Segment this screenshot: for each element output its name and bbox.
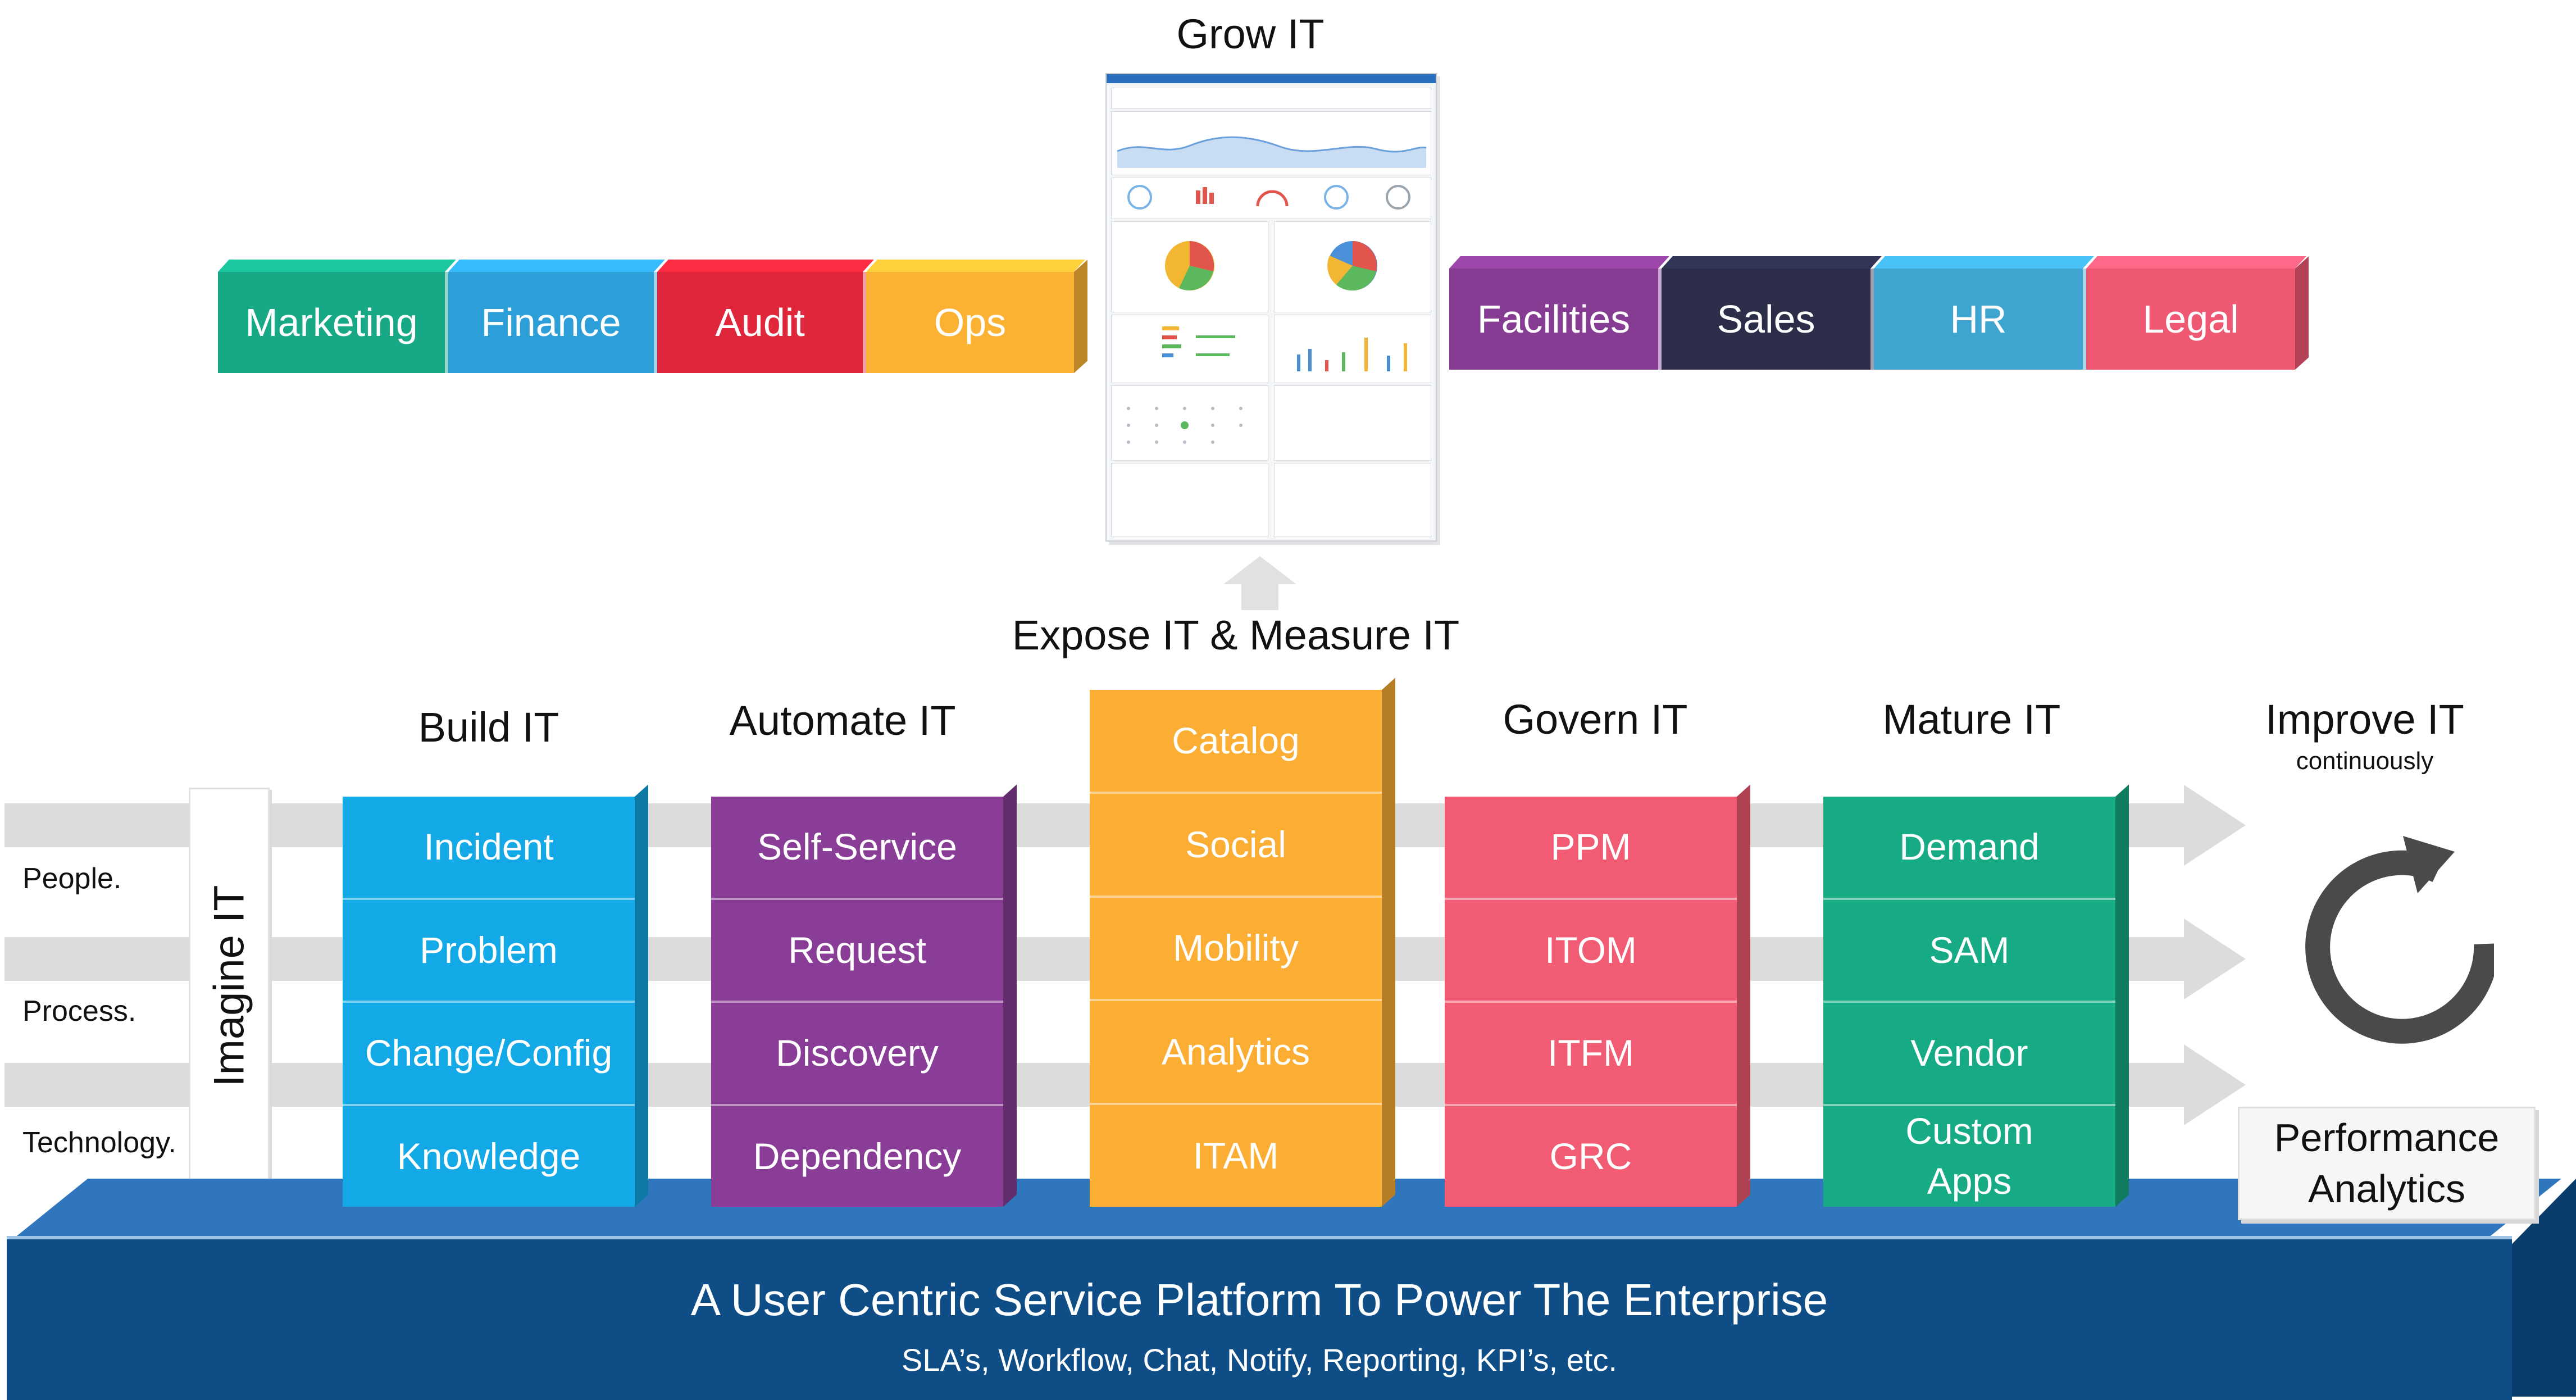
govern-item-itfm: ITFM — [1445, 1003, 1737, 1106]
dept-legal: Legal — [2086, 256, 2306, 370]
govern-item-grc: GRC — [1549, 1135, 1632, 1177]
measure-item-analytics: Analytics — [1090, 1001, 1382, 1106]
measure-item-itam: ITAM — [1193, 1135, 1279, 1177]
pie-chart-icon — [1165, 241, 1214, 290]
mature-item-vendor: Vendor — [1823, 1003, 2115, 1106]
bar-list-icon — [1162, 326, 1235, 357]
dept-marketing: Marketing — [218, 260, 456, 373]
trend-sparkline-icon — [1117, 136, 1427, 168]
people-arrow-head-icon — [2184, 785, 2246, 866]
automate-item-request: Request — [711, 900, 1003, 1003]
measure-item-social: Social — [1090, 794, 1382, 898]
performance-analytics-line2: Analytics — [2308, 1167, 2466, 1211]
process-arrow-head-icon — [2184, 919, 2246, 999]
departments-left: Marketing Finance Audit Ops — [218, 260, 1087, 373]
automate-item-self-service: Self-Service — [711, 797, 1003, 900]
dept-ops: Ops — [866, 260, 1085, 373]
mature-item-sam: SAM — [1823, 900, 2115, 1003]
dept-facilities: Facilities — [1449, 256, 1669, 370]
platform-subtitle: SLA’s, Workflow, Chat, Notify, Reporting… — [902, 1342, 1617, 1378]
bar-chart-icon — [1297, 338, 1407, 371]
govern-it-column: PPM ITOM ITFM GRC — [1445, 784, 1750, 1207]
mature-it-column: Demand SAM Vendor Custom Apps — [1823, 784, 2129, 1207]
build-item-knowledge: Knowledge — [397, 1135, 581, 1177]
mature-it-title: Mature IT — [1882, 696, 2061, 743]
calendar-icon — [1127, 407, 1243, 444]
automate-it-column: Self-Service Request Discovery Dependenc… — [711, 784, 1017, 1207]
dept-sales: Sales — [1662, 256, 1882, 370]
measure-it-column: Catalog Social Mobility Analytics ITAM — [1090, 678, 1395, 1207]
govern-it-title: Govern IT — [1503, 696, 1688, 743]
mature-item-demand: Demand — [1823, 797, 2115, 900]
automate-it-title: Automate IT — [729, 697, 956, 744]
dashboard-screenshot — [1105, 73, 1437, 542]
govern-item-itom: ITOM — [1445, 900, 1737, 1003]
build-item-incident: Incident — [343, 797, 635, 900]
platform-title: A User Centric Service Platform To Power… — [690, 1275, 1828, 1325]
expose-measure-title: Expose IT & Measure IT — [1012, 612, 1460, 658]
departments-right: Facilities Sales HR Legal — [1449, 256, 2309, 370]
automate-item-dependency: Dependency — [753, 1135, 962, 1177]
performance-analytics-box: Performance Analytics — [2238, 1107, 2536, 1220]
build-it-column: Incident Problem Change/Config Knowledge — [343, 784, 648, 1207]
row-label-people: People. — [22, 862, 122, 895]
improve-it-subtitle: continuously — [2296, 747, 2434, 775]
performance-analytics-line1: Performance — [2274, 1116, 2500, 1160]
row-label-process: Process. — [22, 995, 136, 1028]
grow-it-title: Grow IT — [1176, 11, 1325, 57]
kpi-gauges-icon — [1127, 185, 1410, 210]
dept-hr: HR — [1874, 256, 2094, 370]
build-item-change-config: Change/Config — [343, 1003, 635, 1106]
govern-item-ppm: PPM — [1445, 797, 1737, 900]
mature-item-custom-apps: Custom Apps — [1905, 1110, 2033, 1202]
platform-front — [7, 1236, 2512, 1400]
circular-arrow-icon — [2305, 836, 2494, 1044]
build-item-problem: Problem — [343, 900, 635, 1003]
automate-item-discovery: Discovery — [711, 1003, 1003, 1106]
measure-item-mobility: Mobility — [1090, 898, 1382, 1002]
improve-it-title: Improve IT — [2265, 696, 2464, 743]
dept-audit: Audit — [657, 260, 874, 373]
technology-arrow-head-icon — [2184, 1044, 2246, 1125]
row-label-technology: Technology. — [22, 1126, 176, 1159]
measure-item-catalog: Catalog — [1090, 690, 1382, 794]
pie-chart-icon — [1327, 241, 1377, 291]
dept-finance: Finance — [448, 260, 665, 373]
up-arrow-icon — [1223, 556, 1296, 610]
imagine-it-bar: Imagine IT — [189, 788, 270, 1184]
build-it-title: Build IT — [418, 704, 559, 751]
